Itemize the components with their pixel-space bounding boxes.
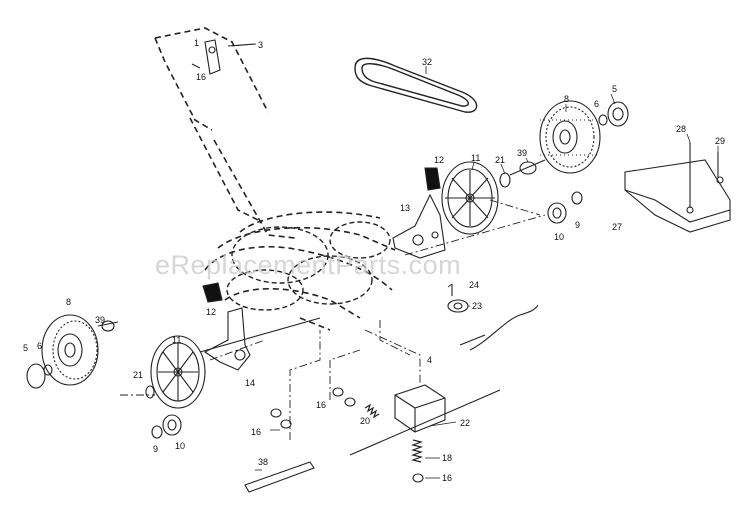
callout-5-left: 5 — [23, 343, 29, 353]
left-pinion — [151, 414, 182, 439]
callout-16-bottom: 16 — [442, 473, 453, 483]
callout-4: 4 — [427, 355, 433, 365]
watermark: eReplacementParts.com — [155, 250, 462, 280]
callout-9-right: 9 — [575, 220, 581, 230]
callout-leaders — [231, 43, 719, 479]
callout-24: 24 — [469, 280, 480, 290]
right-hub-cap — [598, 101, 629, 127]
callout-6-right: 6 — [594, 99, 600, 109]
callout-16-mid: 16 — [316, 400, 327, 410]
right-wheel — [539, 100, 601, 174]
callout-1: 1 — [194, 38, 200, 48]
callout-21-left: 21 — [133, 370, 144, 380]
left-hub-cap — [26, 320, 119, 389]
callout-8-right: 8 — [564, 94, 570, 104]
left-drive-wheel — [145, 335, 206, 409]
drive-belt — [354, 57, 478, 113]
right-wheel-bracket — [392, 167, 446, 259]
springs — [364, 403, 424, 463]
callout-16-left: 16 — [251, 427, 262, 437]
callout-3: 3 — [258, 40, 264, 50]
callout-21-right: 21 — [495, 155, 506, 165]
callout-12-right: 12 — [434, 155, 445, 165]
callout-16-top: 16 — [196, 72, 207, 82]
callout-27: 27 — [612, 222, 623, 232]
callout-39-left: 39 — [95, 315, 106, 325]
assembly-lines — [120, 199, 546, 440]
axle — [244, 461, 315, 493]
callout-5-right: 5 — [612, 84, 618, 94]
callout-10-right: 10 — [554, 232, 565, 242]
left-wheel-bracket — [199, 282, 321, 371]
left-wheel — [41, 314, 99, 386]
callout-6-left: 6 — [37, 341, 43, 351]
right-drive-wheel — [441, 159, 546, 235]
callout-11-left: 11 — [172, 335, 182, 345]
callout-20: 20 — [360, 416, 371, 426]
callout-39-right: 39 — [517, 148, 528, 158]
deck-outline — [226, 221, 391, 311]
callout-22: 22 — [460, 418, 471, 428]
callout-18: 18 — [442, 453, 453, 463]
callout-38: 38 — [258, 457, 269, 467]
handle-outline — [154, 27, 396, 331]
callout-9-left: 9 — [153, 444, 159, 454]
transmission — [349, 284, 539, 456]
callout-13: 13 — [400, 203, 411, 213]
right-pinion — [547, 191, 583, 224]
callout-8-left: 8 — [66, 297, 72, 307]
callout-12-left: 12 — [206, 307, 217, 317]
callout-29: 29 — [715, 136, 726, 146]
callout-23: 23 — [472, 301, 483, 311]
callout-11-right: 11 — [471, 153, 481, 163]
callout-10-left: 10 — [175, 441, 186, 451]
callout-14: 14 — [245, 378, 256, 388]
rear-shield — [624, 142, 731, 233]
nuts — [270, 387, 424, 483]
callout-32: 32 — [422, 57, 433, 67]
callout-28: 28 — [676, 124, 687, 134]
